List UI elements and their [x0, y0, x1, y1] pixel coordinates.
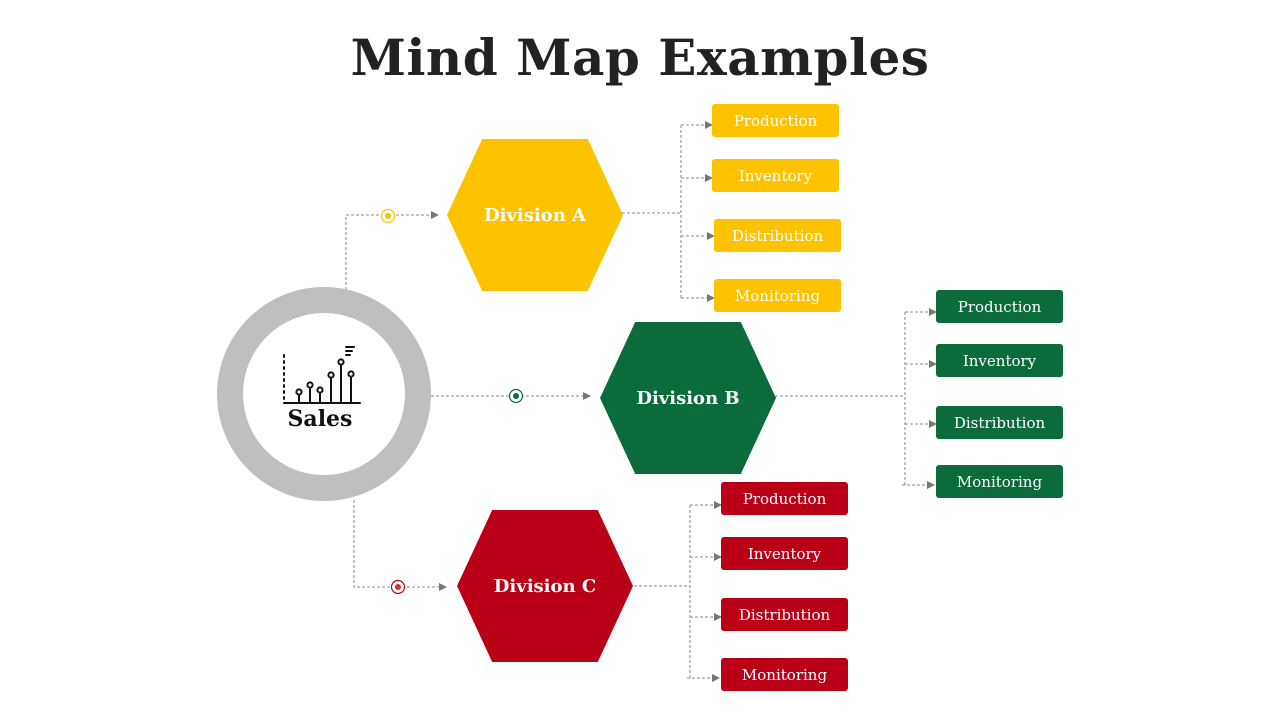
division-c-item-distribution: Distribution [721, 598, 848, 631]
division-a-item-production: Production [712, 104, 839, 137]
division-b-item-distribution: Distribution [936, 406, 1063, 439]
bar-chart-icon [283, 346, 361, 404]
division-b-item-inventory: Inventory [936, 344, 1063, 377]
division-b-item-monitoring: Monitoring [936, 465, 1063, 498]
division-b-label: Division B [636, 387, 740, 409]
item-label: Monitoring [741, 665, 828, 684]
division-b-hexagon: Division B [600, 322, 776, 474]
item-label: Production [733, 111, 818, 130]
division-a-dot-icon [380, 208, 396, 224]
connector-center-division-a [345, 211, 439, 290]
item-label: Distribution [738, 605, 831, 624]
division-a-hexagon: Division A [447, 139, 623, 291]
item-label: Inventory [962, 351, 1037, 370]
division-a-label: Division A [483, 204, 587, 226]
item-label: Production [742, 489, 827, 508]
center-label: Sales [287, 406, 353, 432]
item-label: Monitoring [956, 472, 1043, 491]
division-c-item-production: Production [721, 482, 848, 515]
page-title: Mind Map Examples [350, 28, 930, 87]
division-c-label: Division C [493, 575, 597, 597]
division-b-dot-icon [508, 388, 524, 404]
division-c-hexagon: Division C [457, 510, 633, 662]
division-c-item-inventory: Inventory [721, 537, 848, 570]
item-label: Production [957, 297, 1042, 316]
item-label: Distribution [953, 413, 1046, 432]
item-label: Distribution [731, 226, 824, 245]
division-b-item-production: Production [936, 290, 1063, 323]
division-a-item-distribution: Distribution [714, 219, 841, 252]
connector-center-division-c [353, 500, 447, 591]
division-a-item-inventory: Inventory [712, 159, 839, 192]
division-a-item-monitoring: Monitoring [714, 279, 841, 312]
item-label: Inventory [738, 166, 813, 185]
division-c-item-monitoring: Monitoring [721, 658, 848, 691]
division-c-dot-icon [390, 579, 406, 595]
item-label: Monitoring [734, 286, 821, 305]
item-label: Inventory [747, 544, 822, 563]
